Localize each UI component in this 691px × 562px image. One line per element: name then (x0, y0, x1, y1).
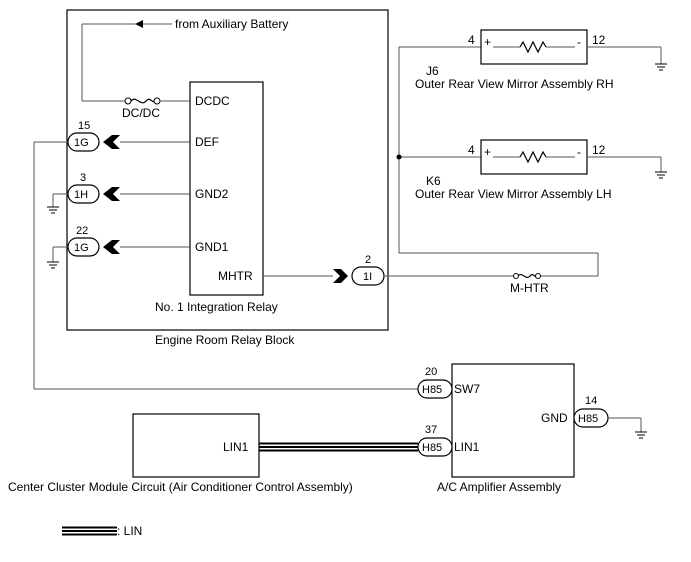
mirror-rh-minus: - (577, 35, 581, 49)
ground-icon (655, 63, 667, 71)
mirror-rh-plus: + (484, 35, 491, 49)
ac-pin-gnd: GND (541, 411, 568, 425)
connector-1h-name: 1H (74, 189, 88, 201)
ground-icon (635, 431, 647, 439)
dcdc-fuse-label: DC/DC (122, 106, 160, 120)
mirror-lh-label: Outer Rear View Mirror Assembly LH (415, 187, 612, 201)
connector-1g-2-pin: 22 (76, 225, 88, 237)
connector-arrow-icon (103, 135, 120, 149)
arrow-icon (135, 20, 143, 28)
relay-block-label: Engine Room Relay Block (155, 333, 295, 347)
mirror-lh-pin-right: 12 (592, 143, 606, 157)
mirror-rh-pin-right: 12 (592, 33, 606, 47)
relay-pin-gnd2: GND2 (195, 187, 229, 201)
heater-resistor-icon (519, 40, 547, 54)
fuse-icon (130, 98, 155, 104)
connector-h85-sw7-pin: 20 (425, 366, 437, 378)
engine-room-relay-block-box (66, 9, 389, 331)
center-cluster-pin-lin1: LIN1 (223, 440, 249, 454)
connector-1i-pin: 2 (365, 254, 371, 266)
ac-pin-lin1: LIN1 (454, 440, 480, 454)
connector-h85-gnd-name: H85 (578, 413, 598, 425)
relay-pin-mhtr: MHTR (218, 269, 253, 283)
connector-arrow-icon (103, 240, 120, 254)
connector-h85-sw7-name: H85 (422, 384, 442, 396)
connector-1g-2-name: 1G (74, 242, 89, 254)
mirror-lh-code: K6 (426, 174, 441, 188)
ac-pin-sw7: SW7 (454, 382, 480, 396)
center-cluster-label: Center Cluster Module Circuit (Air Condi… (8, 480, 353, 494)
mirror-rh-code: J6 (426, 64, 439, 78)
connector-1i-name: 1I (363, 271, 372, 283)
connector-1h-pin: 3 (80, 172, 86, 184)
relay-pin-gnd1: GND1 (195, 240, 229, 254)
lin-legend-label: : LIN (117, 524, 142, 538)
ac-amplifier-label: A/C Amplifier Assembly (437, 480, 561, 494)
heater-resistor-icon (519, 150, 547, 164)
integration-relay-box (189, 81, 264, 296)
center-cluster-box (132, 413, 260, 478)
junction-dot (396, 154, 402, 160)
mirror-lh-minus: - (577, 145, 581, 159)
ground-icon (655, 171, 667, 179)
connector-arrow-icon (333, 269, 348, 283)
connector-1g-pin: 15 (78, 120, 90, 132)
relay-pin-def: DEF (195, 135, 219, 149)
connector-h85-lin1-pin: 37 (425, 424, 437, 436)
mirror-rh-pin-left: 4 (468, 33, 475, 47)
relay-label: No. 1 Integration Relay (155, 300, 278, 314)
battery-label: from Auxiliary Battery (175, 17, 288, 31)
mhtr-fuse-label: M-HTR (510, 281, 549, 295)
connector-arrow-icon (103, 187, 120, 201)
mirror-lh-pin-left: 4 (468, 143, 475, 157)
mirror-lh-plus: + (484, 145, 491, 159)
connector-h85-lin1-name: H85 (422, 442, 442, 454)
connector-1g-name: 1G (74, 137, 89, 149)
ground-icon (47, 261, 59, 269)
ground-icon (47, 206, 59, 214)
relay-pin-dcdc: DCDC (195, 94, 230, 108)
lin-bus-wire (259, 442, 418, 452)
fuse-icon (517, 273, 537, 279)
mirror-rh-label: Outer Rear View Mirror Assembly RH (415, 77, 614, 91)
connector-h85-gnd-pin: 14 (585, 395, 597, 407)
lin-legend-swatch (62, 526, 117, 536)
